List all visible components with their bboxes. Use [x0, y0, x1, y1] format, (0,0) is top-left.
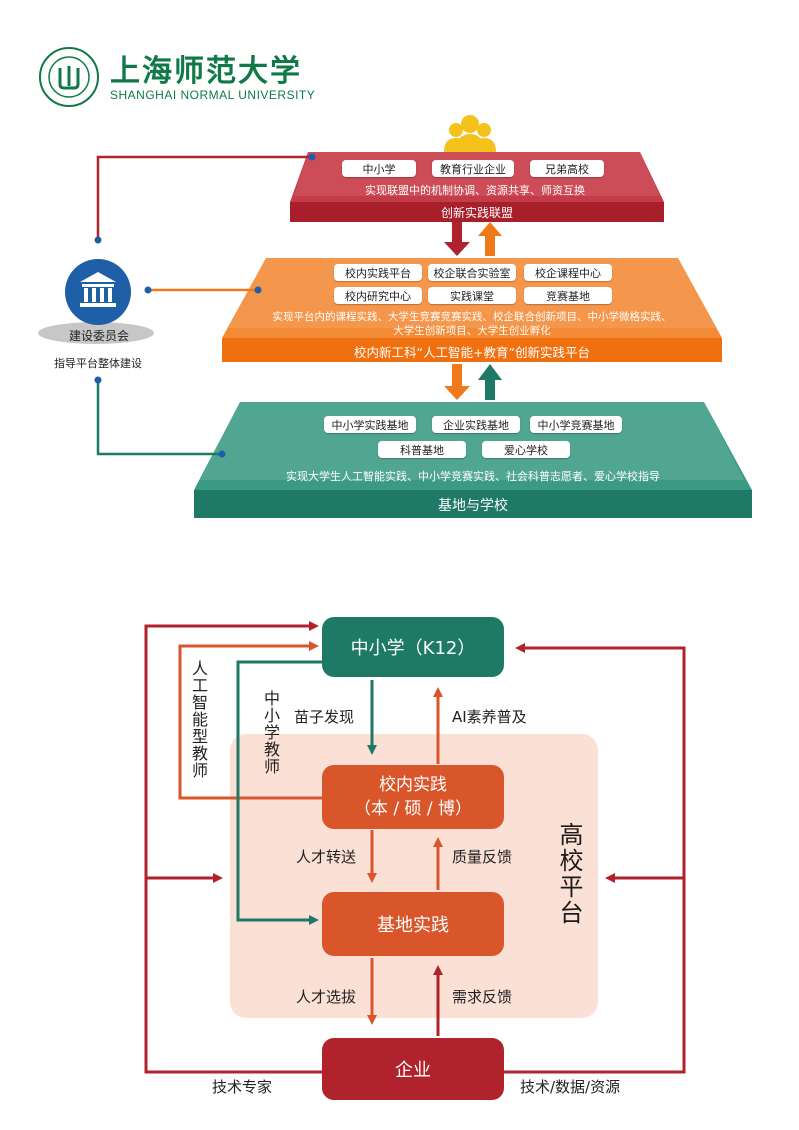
people-icon	[444, 115, 496, 152]
platform-description-line1: 实现平台内的课程实践、大学生竞赛竞赛实践、校企联合创新项目、中小学微格实践、	[272, 311, 672, 323]
university-seal-icon	[39, 47, 99, 107]
alliance-pill-edu-enterprise: 教育行业企业	[432, 160, 514, 177]
platform-pill-research-center: 校内研究中心	[334, 287, 422, 304]
platform-title: 校内新工科“人工智能+教育”创新实践平台	[354, 345, 590, 360]
university-en-name: SHANGHAI NORMAL UNIVERSITY	[110, 88, 316, 102]
k12-node: 中小学（K12）	[322, 617, 504, 677]
campus-practice-node: 校内实践 （本 / 硕 / 博）	[322, 765, 504, 829]
base-description: 实现大学生人工智能实践、中小学竞赛实践、社会科普志愿者、爱心学校指导	[286, 470, 660, 483]
platform-pill-campus-practice: 校内实践平台	[334, 264, 422, 281]
committee-name: 建设委员会	[68, 329, 129, 343]
committee-caption: 指导平台整体建设	[54, 357, 142, 370]
down-arrow-platform-base	[444, 364, 470, 400]
tech-data-label: 技术/数据/资源	[520, 1078, 621, 1096]
alliance-pill-k12: 中小学	[342, 160, 416, 177]
platform-pill-course-center: 校企课程中心	[524, 264, 612, 281]
alliance-pill-peer-universities: 兄弟高校	[530, 160, 604, 177]
committee-link-base	[96, 380, 222, 456]
up-arrow-platform-alliance	[478, 222, 502, 256]
base-pill-k12-practice: 中小学实践基地	[324, 416, 416, 433]
base-title-bar	[194, 490, 752, 518]
platform-pill-competition-base: 竞赛基地	[524, 287, 612, 304]
platform-pill-practice-class: 实践课堂	[428, 287, 516, 304]
talent-transfer-label: 人才转送	[296, 848, 357, 866]
enterprise-label: 企业	[395, 1060, 431, 1081]
platform-description-line2: 大学生创新项目、大学生创业孵化	[393, 325, 551, 337]
ai-teacher-loop	[178, 641, 322, 800]
alliance-title: 创新实践联盟	[440, 206, 513, 220]
up-arrow-base-platform	[478, 364, 502, 400]
enterprise-node: 企业	[322, 1038, 504, 1100]
talent-select-label: 人才选拔	[296, 988, 357, 1006]
flow-diagram	[144, 621, 686, 1074]
base-pill-science-popularization: 科普基地	[378, 441, 466, 458]
university-platform-label: 高校平台	[555, 822, 583, 926]
base-title: 基地与学校	[438, 498, 508, 514]
alliance-description: 实现联盟中的机制协调、资源共享、师资互换	[365, 184, 585, 197]
campus-practice-sublabel: （本 / 硕 / 博）	[353, 799, 473, 819]
base-practice-label: 基地实践	[377, 915, 449, 936]
tech-experts-left-loop	[144, 621, 322, 1074]
k12-teacher-label: 中小学教师	[261, 690, 280, 775]
university-cn-name: 上海师范大学	[110, 54, 302, 89]
campus-practice-label: 校内实践	[379, 775, 447, 795]
quality-feedback-label: 质量反馈	[452, 848, 513, 866]
platform-pill-joint-lab: 校企联合实验室	[428, 264, 516, 281]
tech-data-right-loop	[504, 643, 686, 1074]
base-practice-node: 基地实践	[322, 892, 504, 956]
building-icon	[80, 272, 116, 307]
ai-literacy-label: AI素养普及	[452, 708, 527, 726]
demand-feedback-label: 需求反馈	[452, 988, 513, 1006]
ai-teacher-label: 人工智能型教师	[189, 660, 208, 779]
down-arrow-alliance-platform	[444, 222, 470, 256]
committee-link-alliance	[96, 155, 312, 240]
k12-teacher-loop	[236, 660, 322, 925]
committee-circle	[65, 259, 131, 325]
tech-experts-label: 技术专家	[212, 1078, 273, 1096]
base-pill-k12-competition: 中小学竞赛基地	[530, 416, 622, 433]
committee-base-ellipse	[38, 322, 154, 344]
seedling-label: 苗子发现	[294, 708, 355, 726]
university-logo: 上海师范大学 SHANGHAI NORMAL UNIVERSITY	[38, 46, 315, 110]
base-pill-charity-school: 爱心学校	[482, 441, 570, 458]
base-pill-enterprise-practice: 企业实践基地	[432, 416, 520, 433]
platform-title-bar	[222, 338, 722, 362]
alliance-title-bar	[290, 202, 664, 222]
k12-label: 中小学（K12）	[350, 638, 476, 659]
